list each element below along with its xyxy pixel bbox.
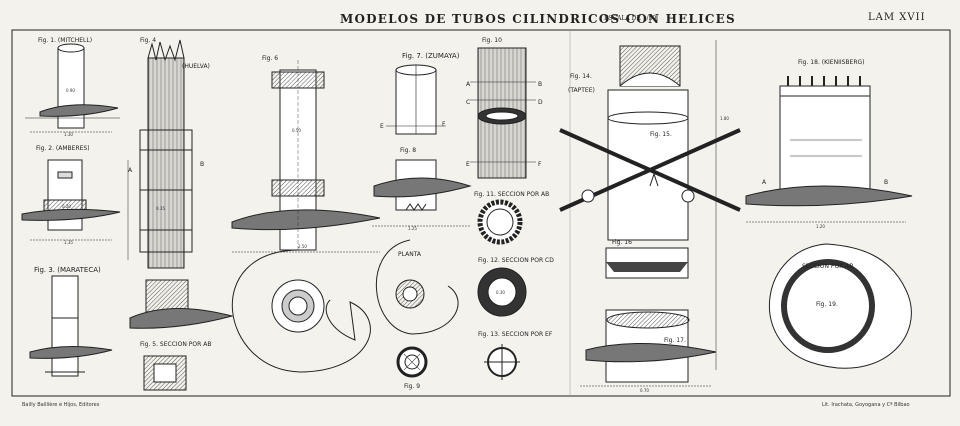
fig14-dim: 1.80 <box>720 116 729 121</box>
fig7-zumaya-drawing <box>386 64 446 135</box>
fig18-letter-a: A <box>762 179 767 186</box>
fig4-huelva-drawing <box>127 39 234 329</box>
fig13-ring <box>484 344 520 380</box>
fig18-kieniisberg-drawing <box>745 76 913 223</box>
fig7-letter-e: E <box>380 123 384 130</box>
fig19-section-label: SECCION POR AB <box>802 263 854 270</box>
fig10-letter-e: E <box>466 161 470 168</box>
fig16-label: Fig. 16 <box>612 239 632 246</box>
fig18-dim: 1.20 <box>816 224 825 229</box>
fig8-dim: 1.25 <box>408 226 417 231</box>
fig7-label: Fig. 7. (ZUMAYA) <box>402 52 460 60</box>
fig12-dim: 0.30 <box>496 290 505 295</box>
fig11-label: Fig. 11. SECCION POR AB <box>474 191 549 198</box>
planta-label: PLANTA <box>398 251 422 258</box>
fig14-17-taptee-drawing <box>559 40 741 387</box>
fig17-dim: 0.70 <box>640 388 649 393</box>
footer-publisher: Bailly Baillière é Hijos, Editores <box>22 402 100 408</box>
fig2-dim-width: 1.35 <box>64 240 73 245</box>
fig10-drawing <box>470 47 536 179</box>
fig10-letter-c: C <box>466 99 470 106</box>
fig10-letter-f: F <box>538 161 542 168</box>
fig17-label: Fig. 17. <box>664 337 686 344</box>
footer-lithographer: Lit. Irachata, Goyogana y Cª Bilbao <box>822 402 910 408</box>
fig9-drawing <box>396 346 428 378</box>
fig11-ring <box>477 199 523 245</box>
scale-note: ESCALA DE 1/50 <box>604 15 657 22</box>
fig1-dim-width: 1.30 <box>64 132 73 137</box>
fig14-name: (TAPTEE) <box>568 87 595 94</box>
fig6-drawing <box>231 60 381 373</box>
fig1-dim-shaft: 0.90 <box>66 88 75 93</box>
fig2-dim: 0.20 <box>62 204 71 209</box>
fig4-dim: 0.35 <box>156 206 165 211</box>
fig1-label: Fig. 1. (MITCHELL) <box>38 37 92 44</box>
fig8-label: Fig. 8 <box>400 147 416 154</box>
fig19-drawing <box>769 243 912 369</box>
fig10-label: Fig. 10 <box>482 37 502 44</box>
fig6-dim-width: 2.50 <box>298 244 307 249</box>
fig10-letter-a: A <box>466 81 471 88</box>
fig10-letter-b: B <box>538 81 542 88</box>
plate-border <box>11 29 951 397</box>
fig8-drawing <box>372 159 472 335</box>
fig12-ring <box>477 267 527 317</box>
plate-number: LAM XVII <box>868 12 926 23</box>
fig4-label: Fig. 4 <box>140 37 156 44</box>
fig4-letter-a: A <box>128 167 133 174</box>
fig7-letter-f: F <box>442 121 446 128</box>
fig13-label: Fig. 13. SECCION POR EF <box>478 331 553 338</box>
fig4-letter-b: B <box>200 161 204 168</box>
fig2-label: Fig. 2. (AMBERES) <box>36 145 90 152</box>
fig6-label: Fig. 6 <box>262 55 278 62</box>
fig10-letter-d: D <box>538 99 543 106</box>
fig12-label: Fig. 12. SECCION POR CD <box>478 257 554 264</box>
fig19-label: Fig. 19. <box>816 301 838 308</box>
fig5-section-drawing <box>143 355 187 391</box>
fig5-label: Fig. 5. SECCION POR AB <box>140 341 211 348</box>
fig3-label: Fig. 3. (MARATECA) <box>34 266 101 274</box>
fig3-marateca-drawing <box>29 275 113 377</box>
fig2-amberes-drawing <box>21 159 121 241</box>
fig6-dim: 0.50 <box>292 128 301 133</box>
fig4-name: (HUELVA) <box>182 63 210 70</box>
plate-title: MODELOS DE TUBOS CILINDRICOS CON HELICES <box>340 12 736 26</box>
fig1-mitchell-drawing <box>25 43 120 133</box>
fig18-letter-b: B <box>884 179 888 186</box>
fig15-label: Fig. 15. <box>650 131 672 138</box>
fig18-label: Fig. 18. (KIENIISBERG) <box>798 59 865 66</box>
fig9-label: Fig. 9 <box>404 383 420 390</box>
fig14-label: Fig. 14. <box>570 73 592 80</box>
